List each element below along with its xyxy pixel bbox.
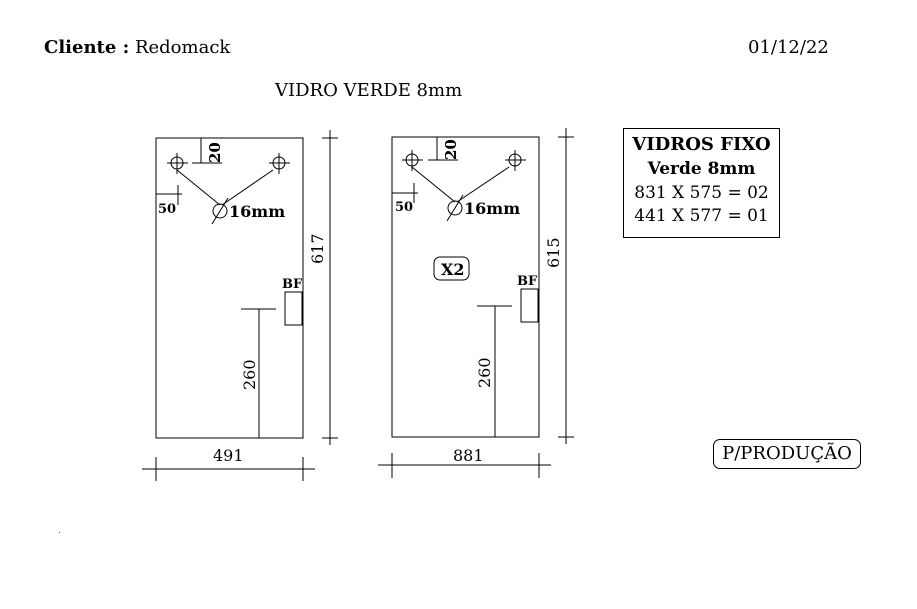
client-line: Cliente : Redomack [44,37,230,58]
notes-line-2: 441 X 577 = 01 [634,206,769,226]
right-glass-panel [391,136,540,438]
left-height-dim: 617 [308,233,327,264]
right-width-dim: 881 [453,446,484,465]
notes-subtitle: Verde 8mm [647,159,756,179]
date: 01/12/22 [748,37,829,58]
left-bf-label: BF [282,277,303,292]
client-label: Cliente : [44,37,130,58]
left-glass-panel [155,137,304,439]
left-bf-height: 260 [240,359,259,390]
right-height-dim: 615 [544,237,563,268]
right-side-offset: 50 [395,200,413,215]
right-bf-height: 260 [475,357,494,388]
left-side-offset: 50 [158,202,176,217]
notes-box: VIDROS FIXO Verde 8mm 831 X 575 = 02 441… [623,128,780,238]
production-stamp: P/PRODUÇÃO [713,439,861,469]
left-hole-diameter: 16mm [229,202,285,221]
left-hole-diameter-symbol [212,203,228,219]
glass-title: VIDRO VERDE 8mm [275,80,463,101]
stray-dot [59,532,60,533]
quantity-badge: X2 [441,260,465,279]
quantity-badge-frame [433,256,470,281]
right-bf-label: BF [517,274,538,289]
client-name: Redomack [134,37,231,58]
left-width-dim: 491 [213,446,244,465]
right-bf-lock [520,288,539,323]
left-bf-lock [284,291,303,326]
left-top-offset: 20 [206,142,224,163]
right-top-offset: 20 [442,139,460,160]
notes-title: VIDROS FIXO [632,134,771,155]
right-hole-diameter-symbol [447,200,463,216]
notes-line-1: 831 X 575 = 02 [634,183,769,203]
right-hole-diameter: 16mm [464,199,520,218]
